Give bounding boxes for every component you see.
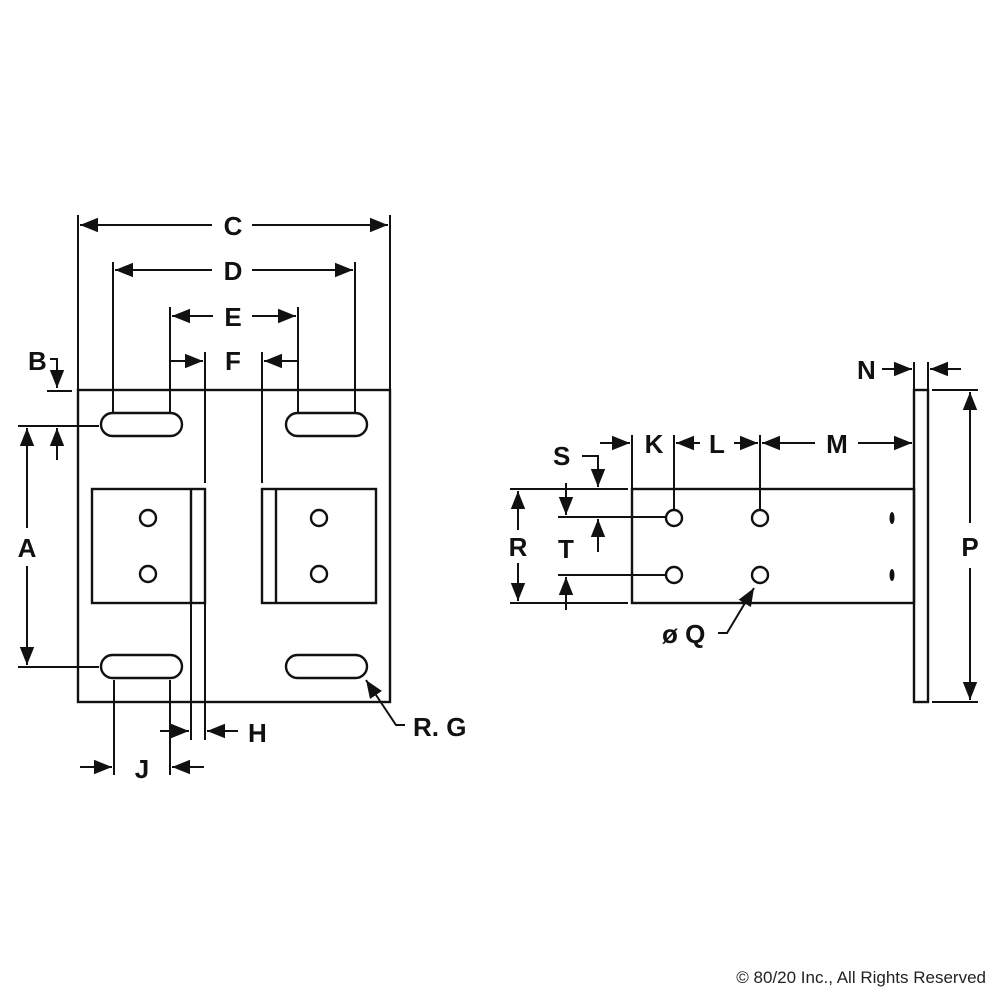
hole — [138, 564, 158, 584]
slot-top-left — [99, 411, 184, 438]
hole — [750, 508, 770, 528]
dim-label-f: F — [225, 346, 241, 376]
dim-label-l: L — [709, 429, 725, 459]
dim-label-d: D — [224, 256, 243, 286]
hole — [309, 564, 329, 584]
dim-label-q: ø Q — [662, 619, 705, 649]
side-view: K L M N P S R T ø Q — [509, 355, 979, 704]
dim-label-c: C — [224, 211, 243, 241]
tab-right — [260, 487, 378, 605]
slot-top-right — [284, 411, 369, 438]
slot-mark — [889, 569, 895, 581]
dim-label-p: P — [961, 532, 978, 562]
copyright-notice: © 80/20 Inc., All Rights Reserved — [736, 968, 986, 987]
dim-label-s: S — [553, 441, 570, 471]
plate-outline — [76, 388, 392, 704]
dim-label-t: T — [558, 534, 574, 564]
dim-label-h: H — [248, 718, 267, 748]
hole — [309, 508, 329, 528]
dim-label-n: N — [857, 355, 876, 385]
dim-label-g: R. G — [413, 712, 466, 742]
dim-label-e: E — [224, 302, 241, 332]
front-view: C D E F B A H J R. — [18, 211, 467, 784]
dim-label-r: R — [509, 532, 528, 562]
tab-left — [90, 487, 207, 605]
dim-label-b: B — [28, 346, 47, 376]
dim-label-a: A — [18, 533, 37, 563]
dim-label-k: K — [645, 429, 664, 459]
slot-bottom-right — [284, 653, 369, 680]
hole — [138, 508, 158, 528]
slot-mark — [889, 512, 895, 524]
hole — [664, 508, 684, 528]
hole — [750, 565, 770, 585]
flange-outline — [912, 388, 930, 704]
dim-label-m: M — [826, 429, 848, 459]
dim-label-j: J — [135, 754, 149, 784]
hole — [664, 565, 684, 585]
slot-bottom-left — [99, 653, 184, 680]
